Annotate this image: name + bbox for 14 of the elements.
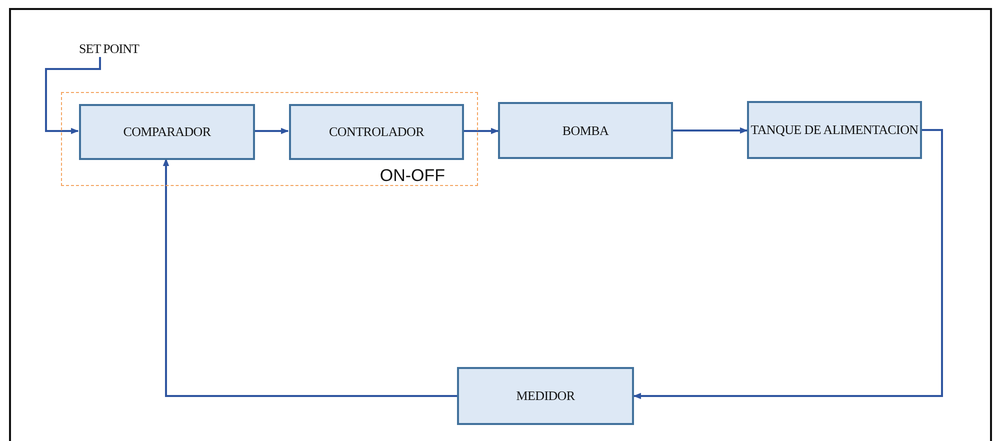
arrow: [45, 57, 101, 134]
dashed-group-box: [61, 92, 478, 186]
process-block: TANQUE DE ALIMENTACION: [747, 101, 922, 159]
process-block: COMPARADOR: [79, 104, 255, 160]
process-block: MEDIDOR: [457, 367, 634, 425]
process-block: CONTROLADOR: [289, 104, 464, 160]
arrow: [463, 128, 499, 134]
arrow: [633, 129, 943, 400]
arrow: [162, 158, 457, 397]
input-label: SET POINT: [79, 40, 139, 56]
arrow: [673, 127, 748, 134]
process-block: BOMBA: [498, 102, 673, 159]
arrow: [254, 128, 289, 134]
group-label: ON-OFF: [380, 166, 445, 186]
